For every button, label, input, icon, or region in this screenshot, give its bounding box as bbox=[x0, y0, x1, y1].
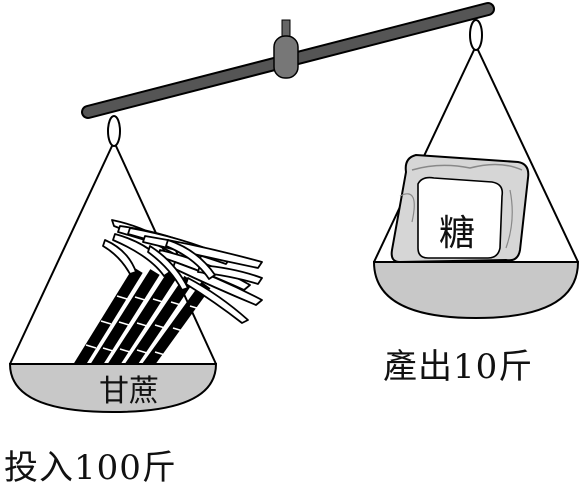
pivot-knob bbox=[273, 35, 299, 79]
left-hook bbox=[107, 115, 121, 147]
right-hook bbox=[469, 19, 483, 51]
sugarcane-label: 甘蔗 bbox=[99, 374, 159, 409]
right-pan bbox=[372, 261, 580, 320]
input-caption: 投入100斤 bbox=[4, 448, 177, 488]
left-pan bbox=[8, 363, 218, 414]
output-caption: 產出10斤 bbox=[383, 347, 534, 387]
sugar-label: 糖 bbox=[438, 213, 475, 254]
sugarcane-bundle bbox=[70, 219, 263, 376]
sugar-bag bbox=[390, 153, 530, 264]
